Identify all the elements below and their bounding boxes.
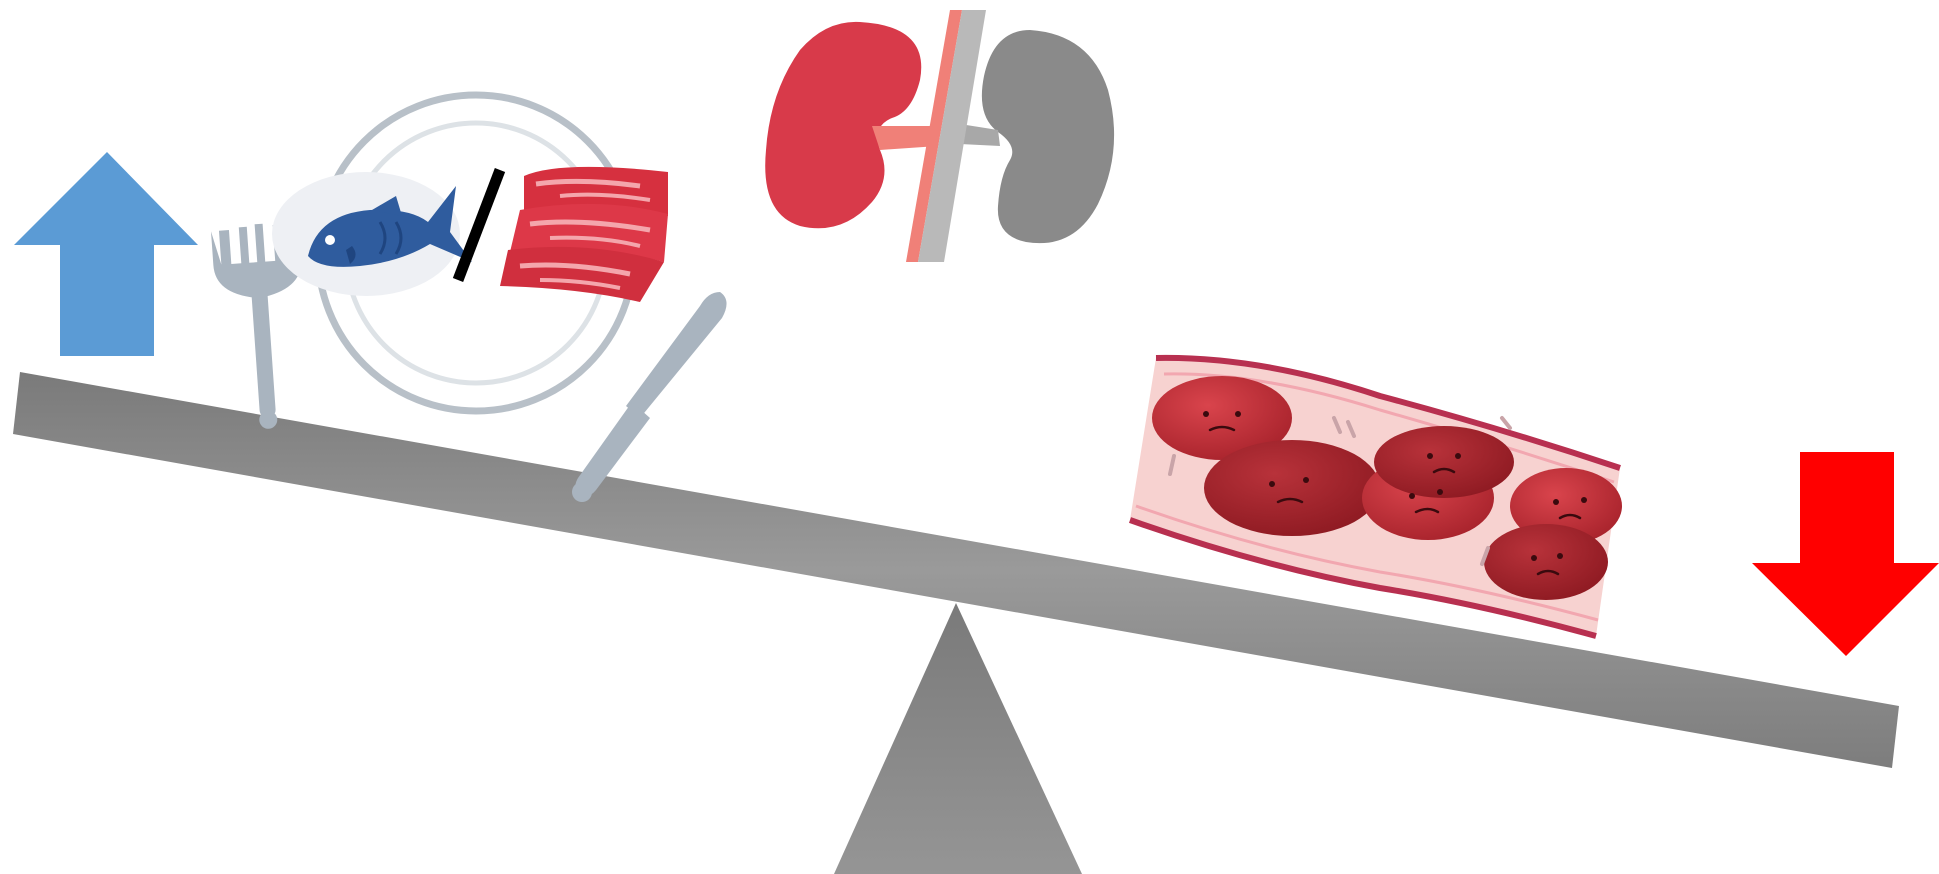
fulcrum [834, 603, 1082, 874]
meat-icon [500, 167, 668, 302]
down-arrow-icon [1752, 452, 1939, 656]
kidney-icon [765, 10, 1114, 262]
up-arrow-icon [14, 152, 198, 356]
